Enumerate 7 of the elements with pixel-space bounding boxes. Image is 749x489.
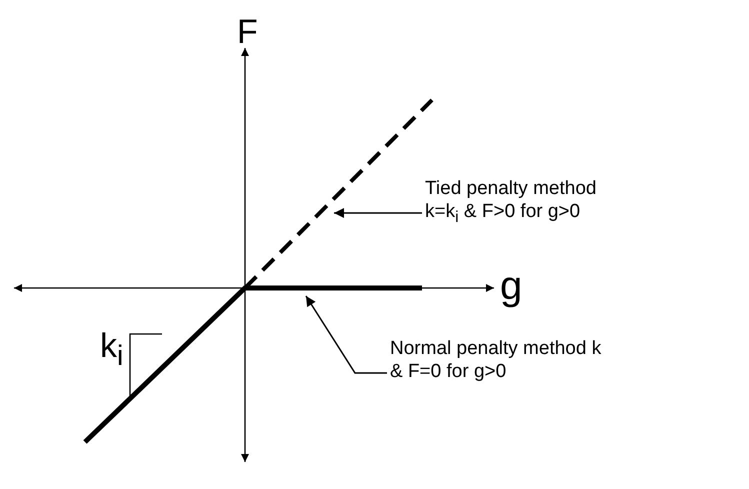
annotation-text: Normal penalty method k & F=0 for g>0 (390, 338, 612, 384)
annotation-text: Tied penalty method k=k$_{i}$ & F>0 for g>0 (425, 178, 630, 228)
axis-label: F (237, 12, 258, 53)
leader-arrow (305, 296, 387, 374)
slope-label: k$_{i}$ (100, 326, 124, 374)
leader-arrow (334, 208, 422, 218)
axis-label: g (500, 263, 522, 310)
